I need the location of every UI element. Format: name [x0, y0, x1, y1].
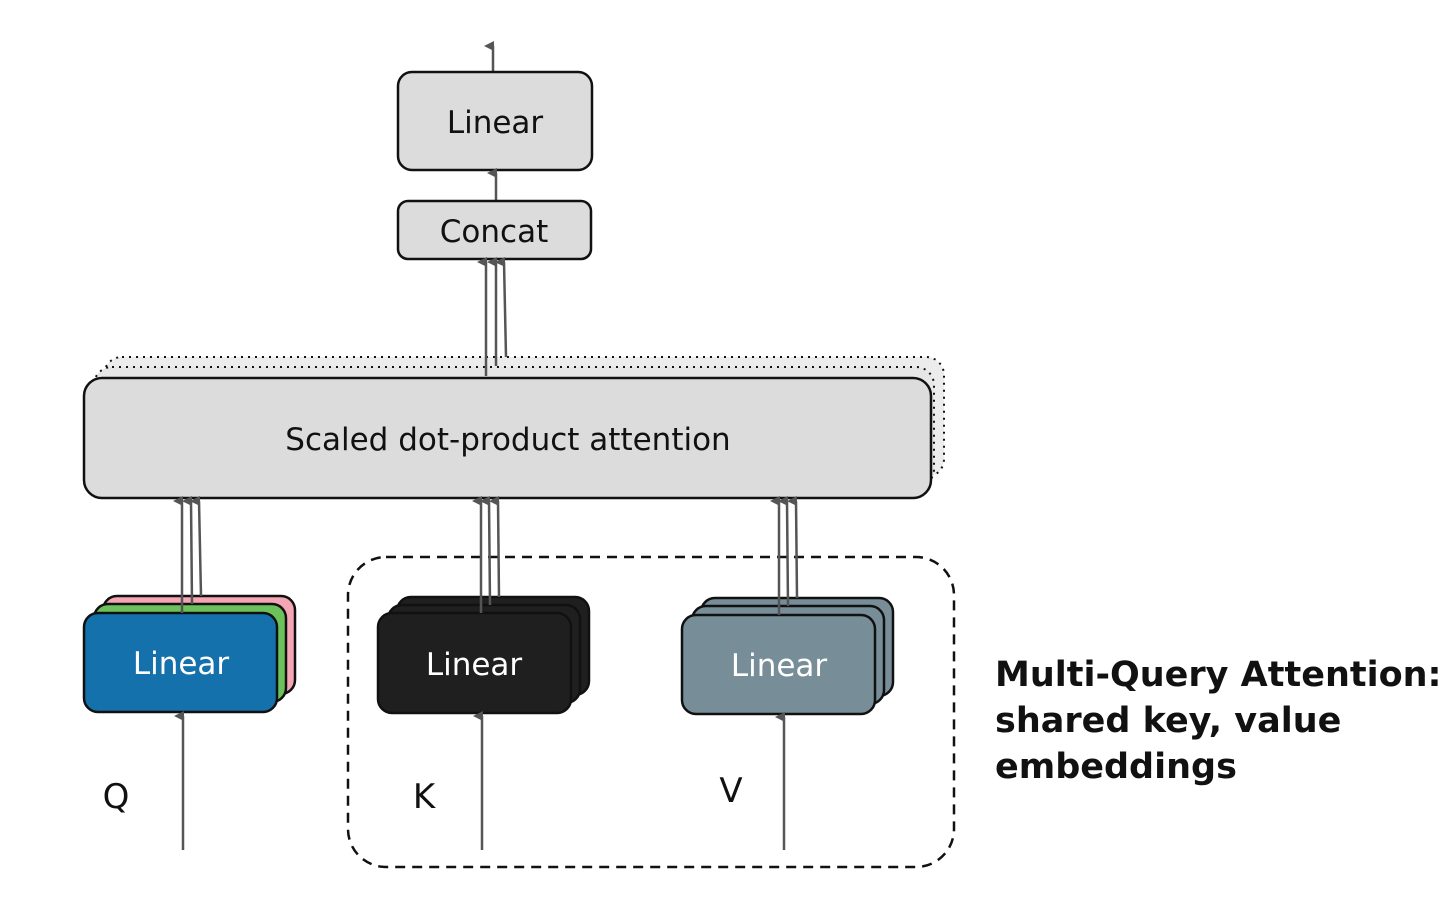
diagram-caption: Multi-Query Attention: shared key, value…: [995, 652, 1442, 790]
concat-label: Concat: [440, 214, 548, 250]
k-to-attention-arrows: [472, 495, 501, 613]
q-to-attention-arrows: [173, 495, 203, 613]
v-linear-label: Linear: [731, 648, 828, 684]
k-linear-label: Linear: [426, 647, 523, 683]
v-linear-stack: Linear: [680, 596, 895, 716]
k-input-label: K: [413, 777, 437, 817]
q-input-label: Q: [103, 777, 130, 817]
attention-to-concat-arrows: [477, 256, 508, 376]
top-linear-box: Linear: [396, 70, 594, 172]
top-linear-label: Linear: [447, 105, 544, 141]
q-linear-stack: Linear: [82, 594, 297, 714]
k-linear-stack: Linear: [376, 595, 591, 715]
shared-kv-group: [346, 555, 956, 869]
caption-line-3: embeddings: [995, 747, 1237, 787]
v-input-label: V: [719, 771, 742, 811]
attention-box: Scaled dot-product attention: [82, 376, 933, 500]
attention-label: Scaled dot-product attention: [285, 422, 730, 458]
q-linear-label: Linear: [133, 646, 230, 682]
v-to-attention-arrows: [770, 495, 799, 615]
caption-line-2: shared key, value: [995, 701, 1342, 741]
concat-box: Concat: [396, 199, 593, 261]
caption-line-1: Multi-Query Attention:: [995, 655, 1442, 695]
